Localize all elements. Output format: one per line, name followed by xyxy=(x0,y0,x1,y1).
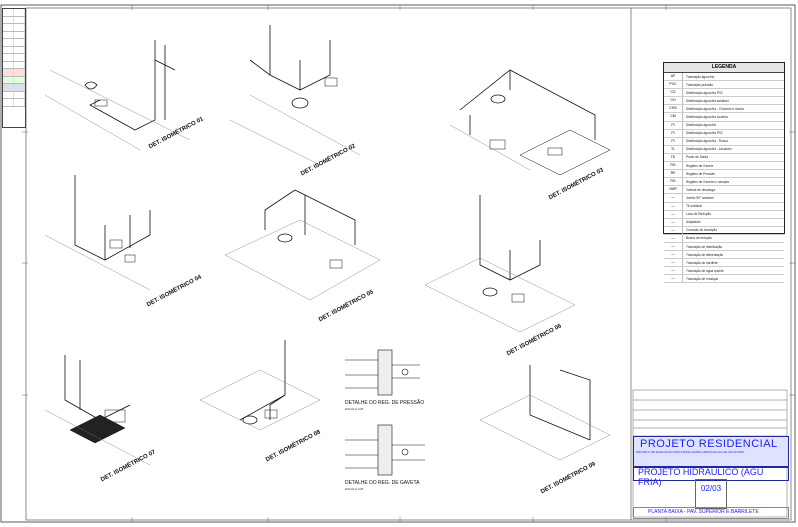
legend-label: Distribuição água fria - Lavatório xyxy=(686,147,732,152)
legend-label: Tubulação pressão xyxy=(686,82,713,87)
legend-symbol: CD xyxy=(664,89,683,97)
legend-row: —Tê soldável xyxy=(664,202,784,211)
legend-label: Distribuição água fria - Rosca xyxy=(686,139,728,144)
legend-label: Tubulação de água quente xyxy=(686,268,724,273)
legend-symbol: VMP xyxy=(664,186,683,194)
detail-pressure-scale: ESCALA 1/25 xyxy=(345,407,364,411)
legend-label: Distribuição água fria xyxy=(686,123,716,128)
detail-gate-title: DETALHE DO REG. DE GAVETA xyxy=(345,480,420,486)
legend-row: —Joelho 90° soldável xyxy=(664,194,784,203)
legend-label: Registro de Pressão xyxy=(686,171,715,176)
legend-symbol: — xyxy=(664,226,683,234)
legend-row: —Tubulação de distribuição xyxy=(664,242,784,252)
legend-label: Distribuição água fria soldável xyxy=(686,98,729,103)
legend-symbol: AF xyxy=(664,73,683,81)
legend-symbol: RG xyxy=(664,162,683,170)
legend-label: Distribuição água fria PVC xyxy=(686,90,724,95)
legend-row: —Tubulação de água quente xyxy=(664,267,784,276)
legend-label: Registro de Gaveta c/ canopla xyxy=(686,179,729,184)
legend-title: LEGENDA xyxy=(664,63,784,73)
project-title: PROJETO RESIDENCIAL xyxy=(640,438,778,450)
legend-label: Joelho 90° soldável xyxy=(686,195,714,200)
legend-symbol: RP xyxy=(664,170,683,178)
revision-table xyxy=(2,8,26,128)
legend-label: Adaptador xyxy=(686,220,701,225)
legend-label: Tubulação de distribuição xyxy=(686,244,723,249)
legend-label: Tê soldável xyxy=(686,204,703,209)
legend-symbol: — xyxy=(664,194,683,202)
project-title-box: PROJETO RESIDENCIAL PROJETO DE EXECUÇÃO … xyxy=(633,436,789,468)
detail-pressure-title: DETALHE DO REG. DE PRESSÃO xyxy=(345,400,425,406)
legend-label: Ponto de Saída xyxy=(686,155,708,160)
legend-label: Bucha de redução xyxy=(686,236,712,241)
legend-symbol: CH xyxy=(664,97,683,105)
legend-label: Distribuição água fria - Chuveiro e duch… xyxy=(686,106,744,111)
legend-symbol: CM xyxy=(664,113,683,121)
sheet-number-box: 02/03 xyxy=(695,479,727,509)
project-subtitle: PROJETO HIDRÁULICO (ÁGU FRIA) xyxy=(638,467,764,487)
legend-label: Tubulação do barrilete xyxy=(686,260,718,265)
legend-symbol: — xyxy=(664,202,683,210)
legend-label: Válvula de descarga xyxy=(686,187,715,192)
legend-label: Tubulação de alimentação xyxy=(686,252,724,257)
drawing-name-box: PLANTA BAIXA - PAV. SUPERIOR E BARRILETE xyxy=(633,507,789,519)
legend-symbol: PVC xyxy=(664,81,683,89)
legend-row: —Tubulação de recalque xyxy=(664,275,784,284)
legend-row: —Conexão de transição xyxy=(664,226,784,235)
legend-symbol: — xyxy=(664,210,683,218)
legend-label: Distribuição água fria cozinha xyxy=(686,115,728,120)
legend-symbol: — xyxy=(664,218,683,226)
legend-symbol: PI xyxy=(664,121,683,129)
legend-row: —Tubulação do barrilete xyxy=(664,259,784,268)
legend-label: Tubulação água fria xyxy=(686,74,715,79)
legend-symbol: PI xyxy=(664,129,683,137)
detail-gate-scale: ESCALA 1/25 xyxy=(345,487,364,491)
legend-label: Conexão de transição xyxy=(686,228,718,233)
legend-row: —Luva de Redução xyxy=(664,210,784,219)
legend-row: —Bucha de redução xyxy=(664,234,784,243)
legend-symbol: CHS xyxy=(664,105,683,113)
legend-symbol: TE xyxy=(664,153,683,162)
legend-row: —Adaptador xyxy=(664,218,784,227)
legend-symbol: TL xyxy=(664,145,683,153)
project-subtitle-box: PROJETO HIDRÁULICO (ÁGU FRIA) xyxy=(633,466,789,487)
drawing-name: PLANTA BAIXA - PAV. SUPERIOR E BARRILETE xyxy=(648,509,759,515)
legend-label: Registro de Gaveta xyxy=(686,163,714,168)
legend-symbol: — xyxy=(664,259,683,267)
legend-symbol: — xyxy=(664,275,683,283)
legend-symbol: — xyxy=(664,242,683,251)
legend-symbol: RG xyxy=(664,178,683,186)
legend-symbol: — xyxy=(664,251,683,259)
legend-label: Distribuição água fria PVC xyxy=(686,131,724,136)
legend-label: Tubulação de recalque xyxy=(686,276,719,281)
sheet-number: 02/03 xyxy=(701,484,722,493)
legend-symbol: — xyxy=(664,234,683,242)
legend-symbol: PI xyxy=(664,137,683,145)
title-block: PROJETO RESIDENCIAL PROJETO DE EXECUÇÃO … xyxy=(633,390,789,519)
legend-symbol: — xyxy=(664,267,683,275)
project-description: PROJETO DE EXECUÇÃO DAS INSTALAÇÕES HIDR… xyxy=(636,450,745,454)
legend-row: —Tubulação de alimentação xyxy=(664,251,784,260)
legend-label: Luva de Redução xyxy=(686,212,711,217)
